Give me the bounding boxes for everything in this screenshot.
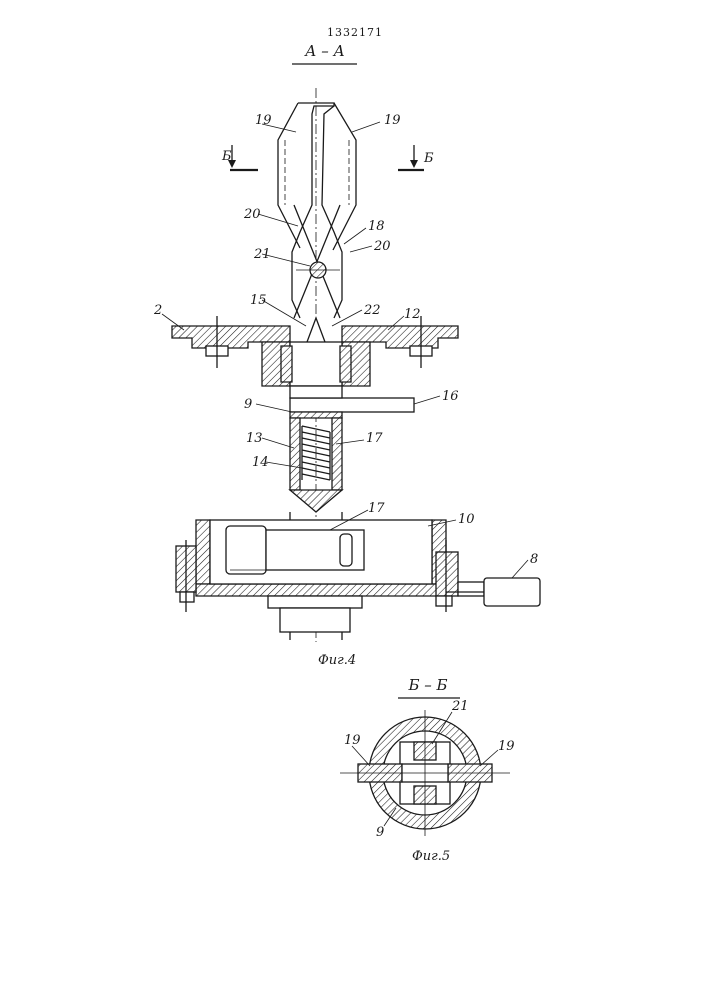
label-14: 14 [252, 455, 269, 470]
section-title-b-b: Б – Б [407, 676, 447, 694]
label-17-upper: 17 [366, 431, 383, 446]
figure-4: А – А Б Б [153, 42, 540, 668]
section-title-a-a: А – А [304, 42, 345, 60]
bottom-shaft [268, 596, 362, 632]
label-17-lower: 17 [368, 501, 385, 516]
label-20-left: 20 [243, 207, 261, 222]
label-22: 22 [363, 303, 381, 318]
label-15: 15 [250, 293, 267, 308]
cut-mark-right-letter: Б [423, 151, 434, 166]
label-21: 21 [253, 247, 271, 262]
label-13: 13 [246, 431, 263, 446]
fig5-label-19-left: 19 [344, 733, 361, 748]
label-19-left: 19 [255, 113, 272, 128]
fig5-label-9: 9 [376, 825, 384, 840]
fig5-label-19-right: 19 [498, 739, 515, 754]
gripper-jaws [278, 103, 356, 318]
patent-number: 1332171 [327, 26, 383, 39]
figure-5-caption: Фиг.5 [412, 849, 450, 864]
cut-mark-left-letter: Б [221, 149, 232, 164]
figure-5: Б – Б 21 19 19 9 Фиг.5 [340, 676, 515, 864]
label-2: 2 [153, 303, 162, 318]
figure-4-caption: Фиг.4 [318, 653, 356, 668]
cut-mark-right: Б [398, 145, 434, 170]
label-19-right: 19 [384, 113, 401, 128]
label-12: 12 [404, 307, 421, 322]
label-10: 10 [458, 512, 475, 527]
label-16: 16 [442, 389, 459, 404]
label-18: 18 [368, 219, 385, 234]
cut-mark-left: Б [221, 145, 258, 170]
cross-section [340, 710, 510, 836]
label-8: 8 [530, 552, 538, 567]
fig5-label-21: 21 [451, 699, 469, 714]
label-9: 9 [244, 397, 252, 412]
label-20-right: 20 [373, 239, 391, 254]
rod-16 [290, 398, 414, 412]
